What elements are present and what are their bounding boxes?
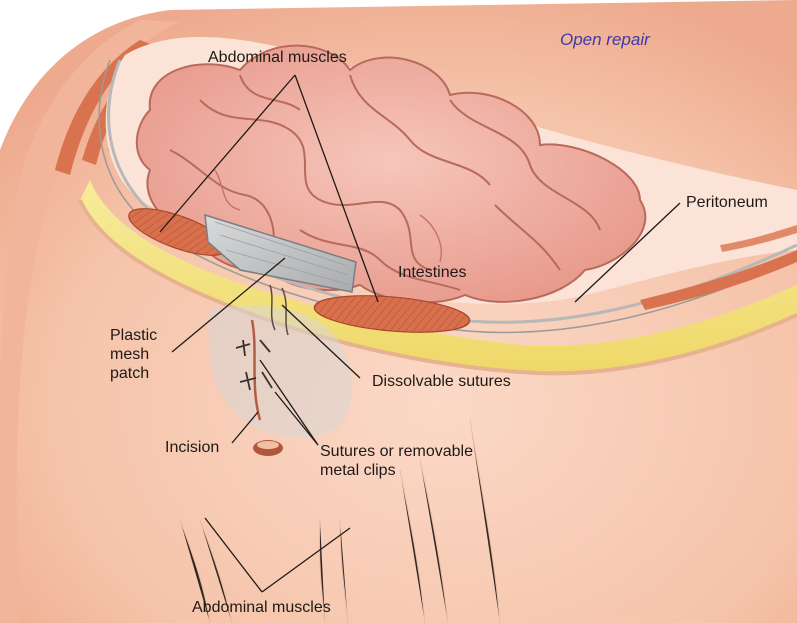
label-dissolvable-sutures: Dissolvable sutures [372,372,511,391]
label-peritoneum: Peritoneum [686,193,768,212]
label-sutures-or-clips-line-2: metal clips [320,461,473,480]
label-incision: Incision [165,438,219,457]
label-abdominal-muscles-top: Abdominal muscles [208,48,347,67]
label-plastic-mesh-patch-line-2: mesh [110,345,157,364]
label-intestines: Intestines [398,263,466,282]
label-sutures-or-clips: Sutures or removable metal clips [320,442,473,480]
label-plastic-mesh-patch: Plastic mesh patch [110,326,157,383]
label-sutures-or-clips-line-1: Sutures or removable [320,442,473,461]
label-abdominal-muscles-bottom: Abdominal muscles [192,598,331,617]
diagram-title: Open repair [560,30,650,49]
label-plastic-mesh-patch-line-1: Plastic [110,326,157,345]
label-plastic-mesh-patch-line-3: patch [110,364,157,383]
